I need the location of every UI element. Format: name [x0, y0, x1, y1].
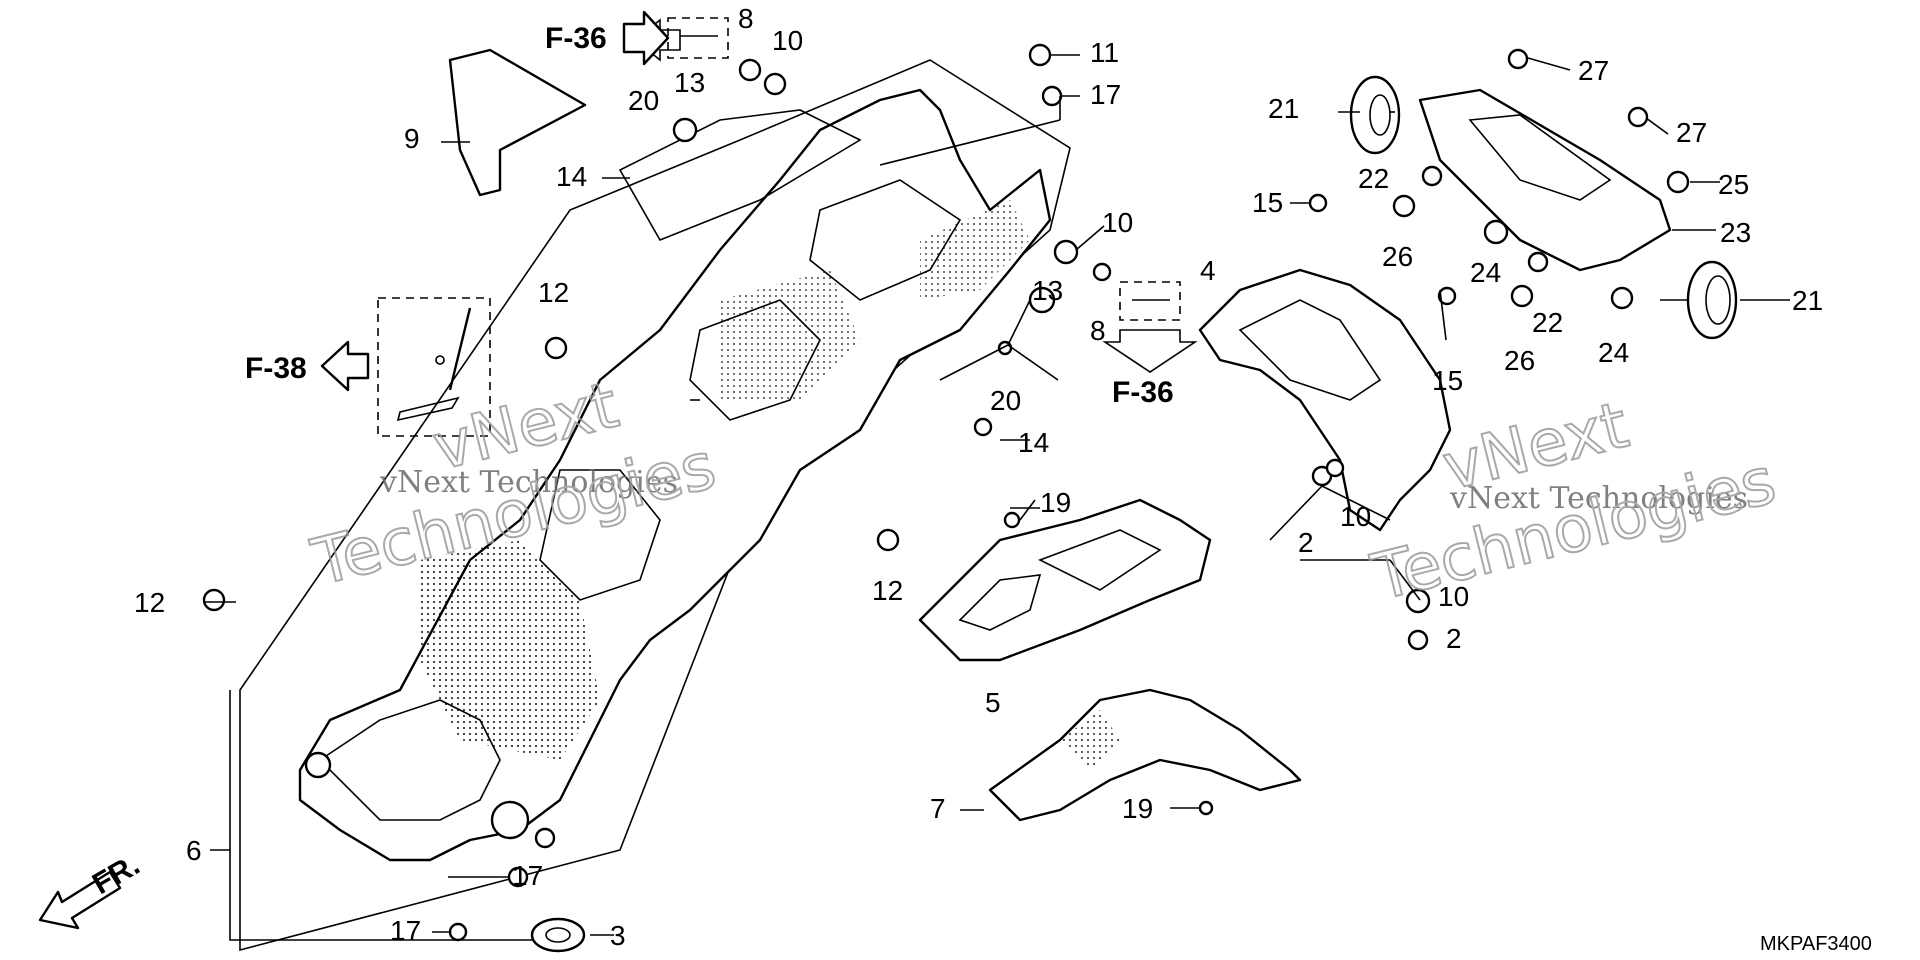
- callout-12-upper: 12: [538, 277, 569, 308]
- callout-15-top: 15: [1252, 187, 1283, 218]
- mudguard-part-7: [988, 688, 1302, 822]
- callout-21-top: 21: [1268, 93, 1299, 124]
- callout-10-right: 10: [1340, 501, 1371, 532]
- callout-26-right: 26: [1504, 345, 1535, 376]
- callout-10-top: 10: [772, 25, 803, 56]
- callout-2-mid: 2: [1298, 527, 1314, 558]
- f36-top-ref: [633, 17, 729, 62]
- license-bracket-part-23: [1418, 88, 1672, 272]
- ref-f38-arrow-icon: [320, 340, 370, 392]
- callout-20-top: 20: [628, 85, 659, 116]
- callout-17-bottom: 17: [390, 915, 421, 946]
- callout-21-right: 21: [1792, 285, 1823, 316]
- rear-fender-main: [298, 88, 1052, 862]
- callout-19-top: 19: [1040, 487, 1071, 518]
- watermark-left: vNext Technologies: [379, 465, 678, 500]
- reflector-left-21: [1349, 75, 1401, 155]
- callout-17-top: 17: [1090, 79, 1121, 110]
- callout-14-mid: 14: [1018, 427, 1049, 458]
- front-direction-indicator: FR.: [38, 848, 145, 930]
- callout-3: 3: [610, 920, 626, 951]
- callout-26-left: 26: [1382, 241, 1413, 272]
- callout-13-mid: 13: [1032, 275, 1063, 306]
- callout-12-left: 12: [134, 587, 165, 618]
- ref-f38: F-38: [245, 352, 307, 385]
- callout-27-mid: 27: [1676, 117, 1707, 148]
- grommet-part-3: [530, 917, 586, 953]
- reflector-right-21: [1686, 260, 1738, 340]
- callout-24-right: 24: [1598, 337, 1629, 368]
- inner-fender-part-4: [1198, 268, 1452, 532]
- front-arrow-icon: [38, 870, 122, 930]
- callout-6: 6: [186, 835, 202, 866]
- callout-17-mid: 17: [512, 860, 543, 891]
- seal-part-9: [448, 48, 587, 197]
- callout-19-bottom: 19: [1122, 793, 1153, 824]
- ref-f36-top-arrow-icon: [622, 10, 670, 66]
- callout-5: 5: [985, 687, 1001, 718]
- callout-2-lower: 2: [1446, 623, 1462, 654]
- callout-23: 23: [1720, 217, 1751, 248]
- callout-13-top: 13: [674, 67, 705, 98]
- callout-22-right: 22: [1532, 307, 1563, 338]
- f38-inset: [377, 297, 491, 437]
- callout-4: 4: [1200, 255, 1216, 286]
- callout-8-mid: 8: [1090, 315, 1106, 346]
- callout-14-top: 14: [556, 161, 587, 192]
- callout-9: 9: [404, 123, 420, 154]
- ref-f36-lower: F-36: [1112, 376, 1174, 409]
- callouts: 9 8 10 13 20 14 11 17 10 13 8 20 14 12 1…: [134, 3, 1823, 951]
- leader-lines: [204, 54, 1790, 936]
- callout-25: 25: [1718, 169, 1749, 200]
- callout-10-lower: 10: [1438, 581, 1469, 612]
- callout-15-right: 15: [1432, 365, 1463, 396]
- callout-7: 7: [930, 793, 946, 824]
- callout-20-mid: 20: [990, 385, 1021, 416]
- diagram-code: MKPAF3400: [1760, 933, 1872, 955]
- f36-lower-ref: [1102, 281, 1198, 373]
- assembly-outline: [229, 59, 1071, 952]
- callout-8-top: 8: [738, 3, 754, 34]
- callout-24-left: 24: [1470, 257, 1501, 288]
- ref-f36-top: F-36: [545, 22, 607, 55]
- callout-27-top: 27: [1578, 55, 1609, 86]
- watermark-right: vNext Technologies: [1449, 481, 1748, 516]
- hardware-nuts-bolts: [202, 43, 1690, 942]
- callout-12-mid: 12: [872, 575, 903, 606]
- callout-10-mid: 10: [1102, 207, 1133, 238]
- callout-22-left: 22: [1358, 163, 1389, 194]
- bracket-part-5: [918, 498, 1212, 662]
- callout-11: 11: [1090, 37, 1119, 68]
